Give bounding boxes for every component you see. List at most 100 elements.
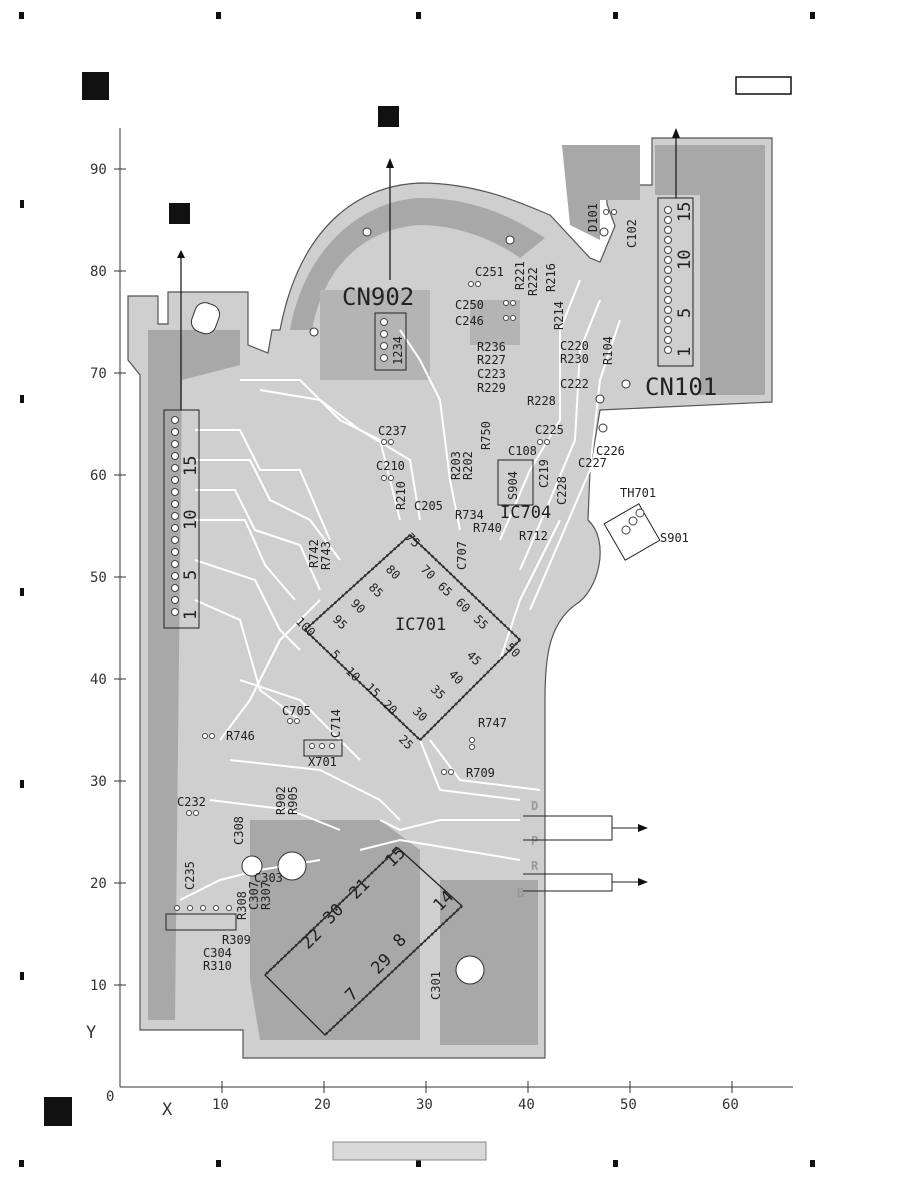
label-c226: C226 (596, 444, 625, 458)
arrow-right-icon (638, 878, 648, 886)
label-c228: C228 (555, 476, 569, 505)
ic701-label: IC701 (395, 615, 446, 635)
copper-pour-bottom (250, 820, 538, 1045)
y-tick-20: 20 (90, 876, 107, 892)
label-c108: C108 (508, 444, 537, 458)
signal-b: B (517, 886, 524, 900)
label-c251: C251 (475, 265, 504, 279)
signal-p: P (531, 834, 538, 848)
left-connector-pin-10: 10 (181, 510, 201, 530)
y-tick-40: 40 (90, 672, 107, 688)
s901-outline (603, 503, 661, 561)
label-r905: R905 (286, 786, 300, 815)
label-c232: C232 (177, 795, 206, 809)
left-connector: 15 10 5 1 (163, 250, 201, 629)
label-r743: R743 (319, 541, 333, 570)
left-connector-pin-5: 5 (181, 570, 201, 580)
label-c220: C220 (560, 339, 589, 353)
label-r742: R742 (307, 539, 321, 568)
x-tick-50: 50 (620, 1097, 637, 1113)
label-r230: R230 (560, 352, 589, 366)
x701-outline (303, 739, 343, 757)
component-labels: D101 C102 C251 R221 R222 R216 C250 C246 … (177, 203, 689, 1000)
label-c303: C303 (254, 871, 283, 885)
label-c219: C219 (537, 459, 551, 488)
label-d101: D101 (586, 203, 600, 232)
signal-r: R (531, 859, 539, 873)
signal-section: D P R B (517, 799, 648, 900)
registration-marks (19, 12, 815, 1167)
pcb-board (127, 137, 773, 1059)
label-th701: TH701 (620, 486, 656, 500)
arrow-up-icon (177, 250, 185, 258)
label-c210: C210 (376, 459, 405, 473)
y-tick-0: 0 (106, 1089, 114, 1105)
label-r747: R747 (478, 716, 507, 730)
label-r740: R740 (473, 521, 502, 535)
label-c227: C227 (578, 456, 607, 470)
y-tick-90: 90 (90, 162, 107, 178)
cn101-pin-10: 10 (675, 250, 695, 270)
label-c223: C223 (477, 367, 506, 381)
copper-pour-left (148, 330, 240, 1020)
section-marker-top-left (82, 72, 109, 100)
copper-pour-mid (320, 290, 520, 380)
label-r227: R227 (477, 353, 506, 367)
arrow-right-icon (638, 824, 648, 832)
label-c225: C225 (535, 423, 564, 437)
x-tick-40: 40 (518, 1097, 535, 1113)
cn101-pin-1: 1 (675, 347, 695, 357)
label-r236: R236 (477, 340, 506, 354)
y-tick-10: 10 (90, 978, 107, 994)
traces (179, 279, 621, 901)
label-r734: R734 (455, 508, 484, 522)
label-c246: C246 (455, 314, 484, 328)
label-r746: R746 (226, 729, 255, 743)
cn101-connector: 15 10 5 1 CN101 (645, 128, 717, 401)
label-r902: R902 (274, 786, 288, 815)
label-r221: R221 (513, 261, 527, 290)
left-connector-pin-1: 1 (181, 610, 201, 620)
cn902-connector: 1234 CN902 (342, 158, 414, 371)
y-tick-70: 70 (90, 366, 107, 382)
y-tick-60: 60 (90, 468, 107, 484)
label-r210: R210 (394, 481, 408, 510)
label-s901: S901 (660, 531, 689, 545)
section-marker-left-connector (169, 203, 190, 224)
label-c205: C205 (414, 499, 443, 513)
label-r104: R104 (601, 336, 615, 365)
left-connector-pin-15: 15 (181, 456, 201, 476)
ic701-pins (304, 534, 521, 741)
label-c707: C707 (455, 541, 469, 570)
y-tick-30: 30 (90, 774, 107, 790)
label-c301: C301 (429, 971, 443, 1000)
label-r712: R712 (519, 529, 548, 543)
label-r202: R202 (461, 451, 475, 480)
copper-pour-right (562, 145, 765, 395)
label-c307: C307 (247, 881, 261, 910)
component-pads (174, 209, 645, 911)
y-axis-label: Y (86, 1023, 96, 1043)
label-c235: C235 (183, 861, 197, 890)
x-tick-10: 10 (212, 1097, 229, 1113)
copper-pour-arc (290, 198, 545, 330)
section-marker-cn902 (378, 106, 399, 127)
label-r203: R203 (449, 451, 463, 480)
section-marker-bottom-left (44, 1097, 72, 1126)
x-axis-label: X (162, 1100, 173, 1120)
ic704: IC704 (497, 459, 551, 523)
cn101-pin-5: 5 (675, 308, 695, 318)
label-c237: C237 (378, 424, 407, 438)
arrow-up-icon (386, 158, 394, 168)
left-connector-pins (171, 416, 179, 616)
axes (114, 128, 793, 1093)
label-r310: R310 (203, 959, 232, 973)
label-c304: C304 (203, 946, 232, 960)
label-s904: S904 (506, 471, 520, 500)
signal-d: D (531, 799, 538, 813)
label-c222: C222 (560, 377, 589, 391)
arrow-up-icon (672, 128, 680, 138)
footer-bar (332, 1141, 487, 1161)
mounting-holes (190, 227, 631, 985)
